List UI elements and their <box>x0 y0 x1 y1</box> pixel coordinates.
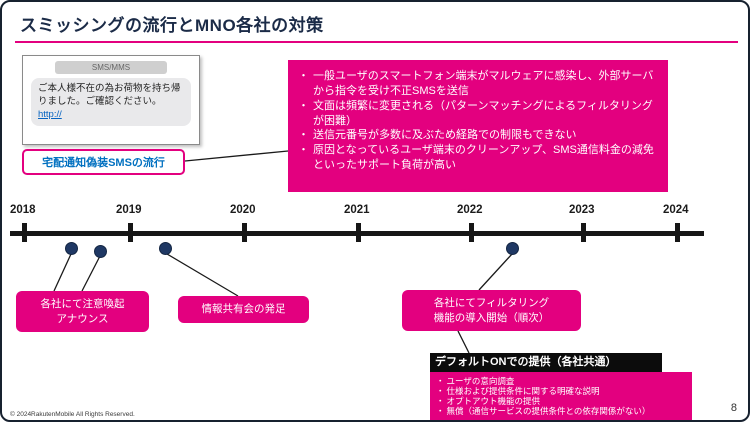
year-label-2019: 2019 <box>116 204 142 216</box>
bullet-item: ・ オプトアウト機能の提供 <box>436 396 686 406</box>
event-box-announce: 各社にて注意喚起 アナウンス <box>16 291 149 332</box>
bullet-marker: ・ <box>436 406 445 417</box>
bullet-marker: ・ <box>298 144 309 157</box>
connector-dot3-to-infoshare <box>166 253 239 297</box>
year-label-2024: 2024 <box>663 204 689 216</box>
bullet-marker: ・ <box>436 386 445 397</box>
connector-filtering-to-defaulton <box>457 330 470 354</box>
sms-link: http:// <box>38 108 62 120</box>
timeline-tick <box>128 223 133 242</box>
bullet-item: ・ 一般ユーザのスマートフォン端末がマルウェアに感染し、外部サーバから指令を受け… <box>298 69 658 99</box>
event-dot <box>506 242 519 255</box>
year-label-2023: 2023 <box>569 204 595 216</box>
bullet-text: 文面は頻繁に変更される（パターンマッチングによるフィルタリングが困難） <box>313 99 653 127</box>
year-label-2021: 2021 <box>344 204 370 216</box>
bullet-text: 原因となっているユーザ端末のクリーンアップ、SMS通信料金の減免といったサポート… <box>313 144 654 172</box>
bullet-marker: ・ <box>298 129 309 142</box>
event-box-filtering: 各社にてフィルタリング 機能の導入開始（順次） <box>402 290 581 331</box>
bullet-text: 一般ユーザのスマートフォン端末がマルウェアに感染し、外部サーバから指令を受け不正… <box>313 70 654 97</box>
event-dot <box>159 242 172 255</box>
sms-header: SMS/MMS <box>55 61 167 74</box>
bullet-item: ・ 文面は頻繁に変更される（パターンマッチングによるフィルタリングが困難） <box>298 99 658 129</box>
event-box-infoshare: 情報共有会の発足 <box>178 296 309 323</box>
footer-copyright: © 2024RakutenMobile All Rights Reserved. <box>10 411 135 418</box>
default-on-header: デフォルトONでの提供（各社共通） <box>430 353 662 372</box>
bullet-text: ユーザの意向調査 <box>446 376 515 386</box>
bullet-text: 無償（通信サービスの提供条件との依存関係がない） <box>446 406 651 417</box>
title-divider <box>15 41 738 43</box>
bullet-marker: ・ <box>436 396 445 407</box>
bullet-item: ・ ユーザの意向調査 <box>436 376 686 386</box>
bullet-text: 送信元番号が多数に及ぶため経路での制限もできない <box>313 129 577 142</box>
page-title: スミッシングの流行とMNO各社の対策 <box>20 16 324 35</box>
bullet-item: ・ 原因となっているユーザ端末のクリーンアップ、SMS通信料金の減免といったサポ… <box>298 143 658 173</box>
sms-mockup: SMS/MMS ご本人様不在の為お荷物を持ち帰りました。ご確認ください。 htt… <box>22 55 200 145</box>
problem-callout: ・ 一般ユーザのスマートフォン端末がマルウェアに感染し、外部サーバから指令を受け… <box>288 60 668 192</box>
sms-message-bubble: ご本人様不在の為お荷物を持ち帰りました。ご確認ください。 http:// <box>31 78 191 127</box>
bullet-item: ・ 送信元番号が多数に及ぶため経路での制限もできない <box>298 128 658 143</box>
timeline-tick <box>356 223 361 242</box>
year-label-2018: 2018 <box>10 204 36 216</box>
timeline-tick <box>469 223 474 242</box>
connector-label-to-problem <box>184 150 289 162</box>
event-dot <box>94 245 107 258</box>
bullet-item: ・ 仕様および提供条件に関する明確な説明 <box>436 386 686 396</box>
bullet-text: オプトアウト機能の提供 <box>446 396 541 407</box>
year-label-2022: 2022 <box>457 204 483 216</box>
bullet-marker: ・ <box>298 99 309 112</box>
sms-message-text: ご本人様不在の為お荷物を持ち帰りました。ご確認ください。 <box>38 83 181 107</box>
timeline-tick <box>581 223 586 242</box>
bullet-item: ・ 無償（通信サービスの提供条件との依存関係がない） <box>436 406 686 416</box>
bullet-marker: ・ <box>436 376 445 386</box>
timeline-tick <box>242 223 247 242</box>
bullet-text: 仕様および提供条件に関する明確な説明 <box>446 386 600 397</box>
timeline-tick <box>675 223 680 242</box>
connector-dot1-to-announce <box>53 253 72 292</box>
page-number: 8 <box>730 402 737 414</box>
smishing-label-box: 宅配通知偽装SMSの流行 <box>22 149 185 175</box>
year-label-2020: 2020 <box>230 204 256 216</box>
connector-dot2-to-announce <box>81 255 101 292</box>
bullet-marker: ・ <box>298 70 309 82</box>
connector-dot4-to-filtering <box>478 253 513 291</box>
default-on-box: ・ ユーザの意向調査 ・ 仕様および提供条件に関する明確な説明 ・ オプトアウト… <box>430 372 692 420</box>
event-dot <box>65 242 78 255</box>
timeline-tick <box>22 223 27 242</box>
